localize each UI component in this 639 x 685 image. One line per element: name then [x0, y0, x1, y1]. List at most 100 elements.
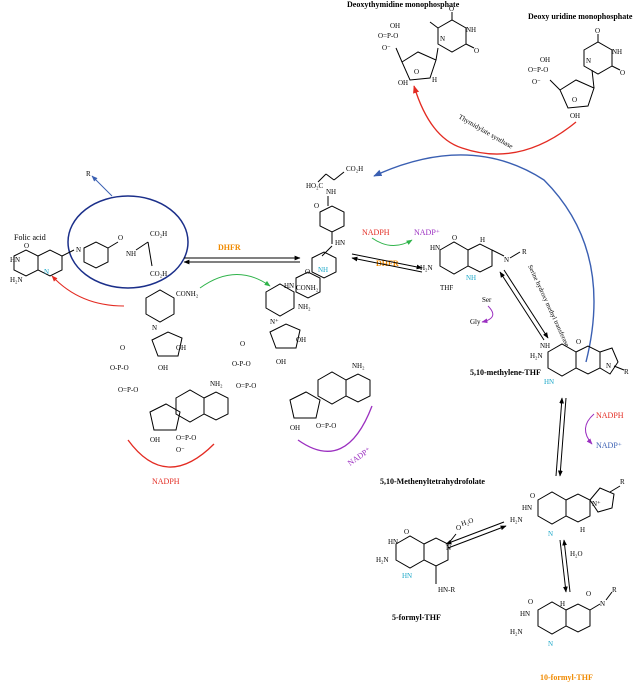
- svg-text:O⁻: O⁻: [532, 78, 541, 86]
- svg-text:NH₂: NH₂: [352, 362, 365, 370]
- svg-text:H: H: [480, 236, 485, 244]
- methylene-thf-structure: O NH H₂N HN N R: [530, 338, 629, 386]
- svg-text:O⁻: O⁻: [382, 44, 391, 52]
- svg-text:NH: NH: [466, 274, 476, 282]
- svg-text:O: O: [586, 590, 591, 598]
- svg-text:O: O: [314, 202, 319, 210]
- svg-text:O=P-O: O=P-O: [118, 386, 138, 394]
- svg-text:OH: OH: [176, 344, 186, 352]
- nadph-nadp-top-arrow: [371, 237, 413, 246]
- svg-text:OH: OH: [290, 424, 300, 432]
- svg-text:HN-R: HN-R: [438, 586, 455, 594]
- svg-text:CO₂H: CO₂H: [346, 165, 363, 173]
- svg-text:N: N: [606, 362, 611, 370]
- svg-text:O: O: [576, 338, 581, 346]
- nadp-bottom-label: NADP⁺: [346, 445, 372, 467]
- svg-text:N: N: [586, 57, 591, 65]
- svg-text:HN: HN: [402, 572, 412, 580]
- folic-acid-structure: HN O H₂N N N O NH CO₂H CO₂H: [10, 230, 167, 284]
- dihydrofolate-to-thf-arrow: [351, 253, 423, 270]
- svg-text:O: O: [120, 344, 125, 352]
- svg-text:N⁺: N⁺: [270, 318, 279, 326]
- folic-acid-label: Folic acid: [14, 233, 46, 242]
- thf-to-dihydrofolate-arrow: [351, 256, 423, 273]
- nadph-bottom-label: NADPH: [152, 477, 180, 486]
- svg-text:OH: OH: [390, 22, 400, 30]
- nadp-mid-label: NADP⁺: [596, 441, 622, 450]
- svg-text:N: N: [76, 246, 81, 254]
- thf-to-methylene-arrow: [503, 269, 549, 339]
- svg-text:O: O: [240, 340, 245, 348]
- svg-text:O: O: [456, 524, 461, 532]
- thf-label: THF: [440, 284, 453, 292]
- svg-text:N: N: [44, 268, 49, 276]
- nadph-arc: [127, 439, 215, 468]
- svg-text:O: O: [118, 234, 123, 242]
- svg-text:H: H: [560, 600, 565, 608]
- svg-text:O: O: [474, 47, 479, 55]
- methenyl-thf-label: 5,10-Methenyltetrahydrofolate: [380, 477, 485, 486]
- nadp-arc: [297, 405, 373, 452]
- svg-text:H: H: [432, 76, 437, 84]
- shmt-label: Serine hydroxy methyl transferase: [526, 264, 570, 348]
- svg-text:HN: HN: [335, 239, 345, 247]
- svg-text:O=P-O: O=P-O: [528, 66, 548, 74]
- thymidylate-synthase-arrow: [413, 85, 577, 155]
- methenyl-to-10formyl-arrow: [559, 539, 568, 593]
- ser-gly-arrow: [481, 305, 494, 324]
- h2o-left-label: H₂O: [460, 516, 474, 527]
- nadph-top-label: NADPH: [362, 228, 390, 237]
- h2o-right-label: H₂O: [570, 550, 583, 558]
- svg-text:O: O: [572, 96, 577, 104]
- svg-text:O: O: [305, 268, 310, 276]
- dhfr-right-label: DHFR: [376, 259, 399, 268]
- svg-text:O: O: [452, 234, 457, 242]
- svg-text:HN: HN: [10, 256, 20, 264]
- nadp-top-label: NADP⁺: [414, 228, 440, 237]
- svg-text:O: O: [449, 5, 454, 13]
- svg-text:O-P-O: O-P-O: [110, 364, 129, 372]
- svg-text:O=P-O: O=P-O: [378, 32, 398, 40]
- svg-text:N: N: [548, 640, 553, 648]
- nadph-nadp-mid-arrow: [585, 413, 595, 445]
- svg-text:O⁻: O⁻: [176, 446, 185, 454]
- svg-text:HN: HN: [520, 610, 530, 618]
- svg-text:R: R: [620, 478, 625, 486]
- methylene-to-dihydrofolate-arrow: [373, 154, 595, 363]
- svg-text:OH: OH: [540, 56, 550, 64]
- svg-text:N: N: [548, 530, 553, 538]
- svg-text:N: N: [504, 256, 509, 264]
- svg-text:H₂N: H₂N: [530, 352, 543, 360]
- svg-text:NH: NH: [326, 188, 336, 196]
- svg-text:OH: OH: [570, 112, 580, 120]
- 10-formyl-thf-structure: O HN H₂N N H N R O: [510, 586, 617, 648]
- thymidylate-synthase-label: Thymidylate synthase: [457, 113, 514, 151]
- svg-text:H₂N: H₂N: [420, 264, 433, 272]
- 5-formyl-thf-label: 5-formyl-THF: [392, 613, 441, 622]
- dhfr-top-label: DHFR: [218, 243, 241, 252]
- svg-text:N: N: [152, 324, 157, 332]
- svg-text:O: O: [528, 598, 533, 606]
- svg-text:HO₂C: HO₂C: [306, 182, 324, 190]
- svg-text:HN: HN: [544, 378, 554, 386]
- svg-text:CONH₂: CONH₂: [176, 290, 199, 298]
- svg-text:N: N: [440, 35, 445, 43]
- svg-text:OH: OH: [276, 358, 286, 366]
- svg-text:OH: OH: [150, 436, 160, 444]
- r-group-arrow: [91, 175, 113, 197]
- svg-text:OH: OH: [158, 364, 168, 372]
- svg-text:N: N: [600, 600, 605, 608]
- svg-text:HN: HN: [522, 504, 532, 512]
- methylene-thf-label: 5,10-methylene-THF: [470, 368, 541, 377]
- svg-text:O: O: [530, 492, 535, 500]
- svg-text:N⁺: N⁺: [592, 500, 601, 508]
- ser-label: Ser: [482, 296, 492, 304]
- svg-text:NH: NH: [466, 26, 476, 34]
- glutamate-circle: [67, 195, 189, 289]
- svg-text:O: O: [595, 27, 600, 35]
- dump-structure: O NH O N O OH O=P-O OH O⁻: [528, 27, 625, 120]
- dtmp-label: Deoxythymidine monophosphate: [347, 0, 460, 9]
- svg-text:H: H: [580, 526, 585, 534]
- methenyl-to-5formyl-arrow: [445, 521, 505, 545]
- svg-text:O: O: [414, 68, 419, 76]
